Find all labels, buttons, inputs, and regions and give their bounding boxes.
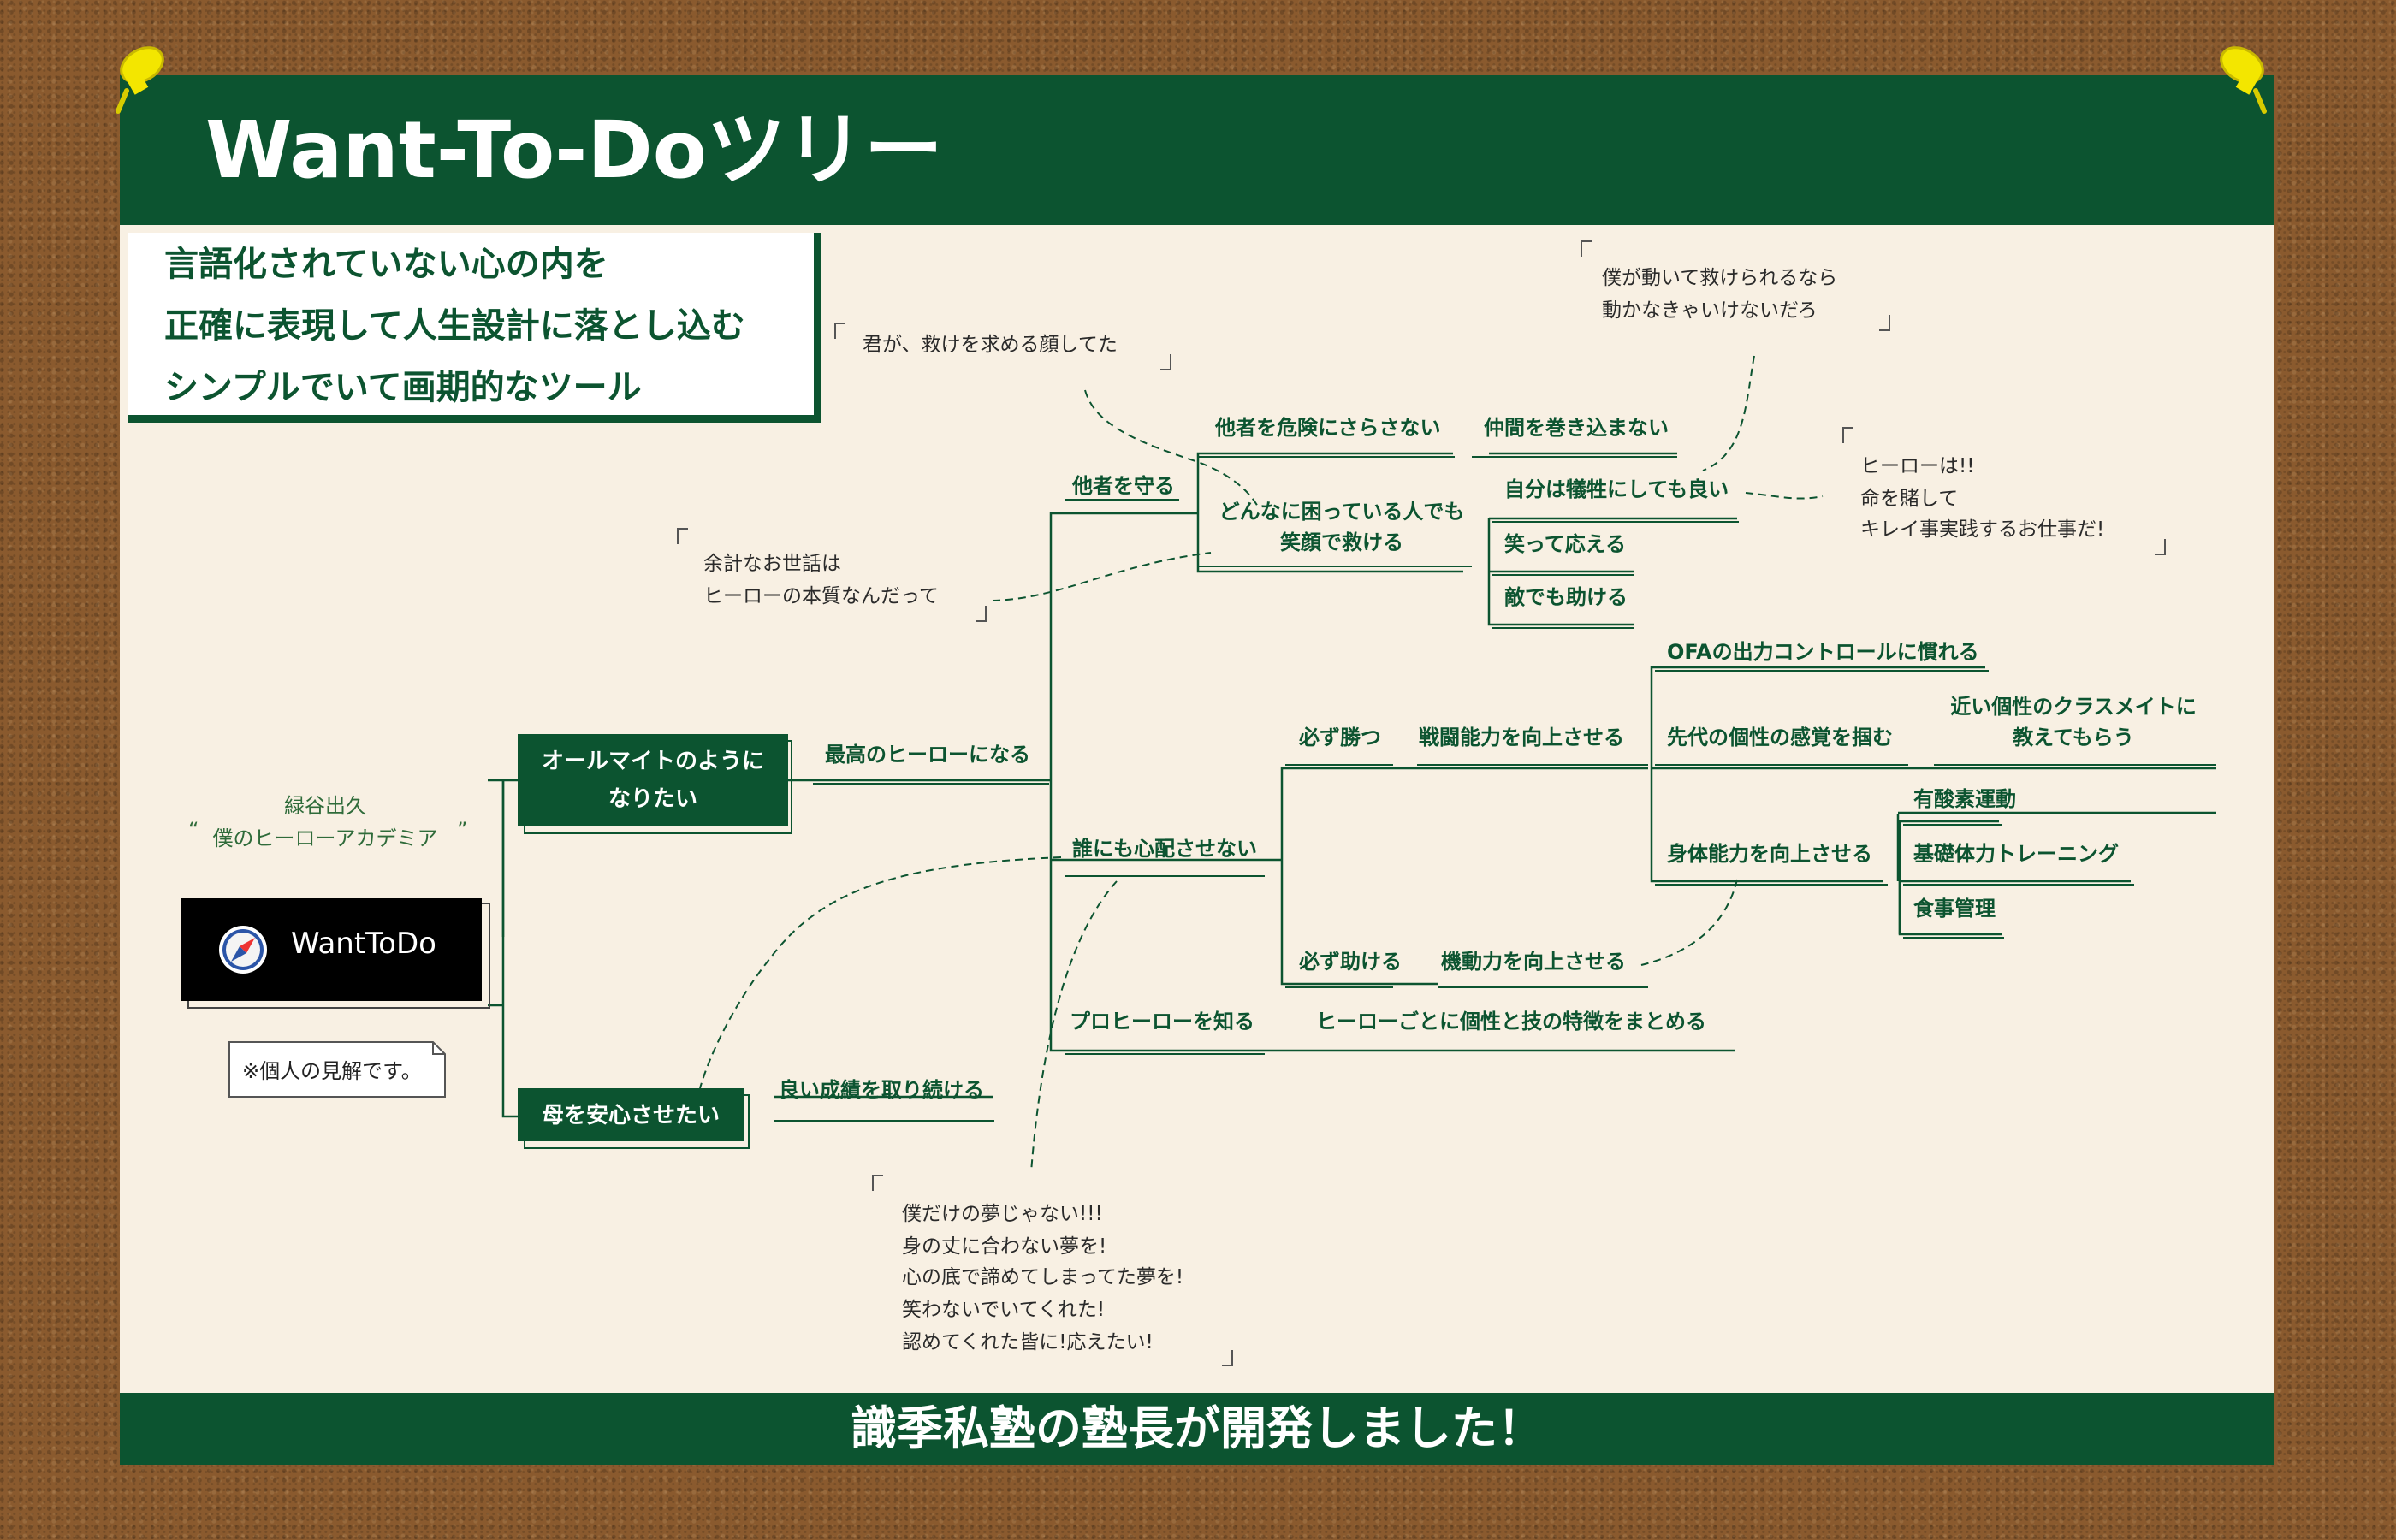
node-aerobic: 有酸素運動 — [1913, 787, 2016, 811]
quote-line: ヒーローは!! — [1860, 455, 1974, 477]
node-classmates: 教えてもらう — [2013, 726, 2134, 749]
quote-line: 動かなきゃいけないだろ — [1602, 299, 1818, 322]
quote-line: ヒーローの本質なんだって — [703, 585, 939, 607]
node-diet: 食事管理 — [1913, 897, 1996, 921]
credit-open-quote: “ — [188, 818, 199, 842]
quote-line: 余計なお世話は — [703, 553, 841, 575]
node-save-smile: どんなに困っている人でも — [1219, 500, 1465, 524]
node-protect: 他者を守る — [1071, 474, 1175, 498]
tagline-line-2: 正確に表現して人生設計に落とし込む — [164, 306, 745, 346]
quote-line: 笑わないでいてくれた! — [902, 1299, 1105, 1321]
node-pro-hero: プロヒーローを知る — [1070, 1010, 1254, 1034]
node-no-danger: 他者を危険にさらさない — [1214, 416, 1441, 440]
pushpin-icon — [116, 46, 164, 114]
node-must-help: 必ず助ける — [1299, 950, 1402, 974]
node-basic-training: 基礎体力トレーニング — [1913, 842, 2119, 866]
credit-name: 緑谷出久 — [284, 794, 366, 818]
footer-banner: 識季私塾の塾長が開発しました！ — [120, 1393, 2274, 1465]
quote-line: 心の底で諦めてしまってた夢を! — [902, 1266, 1183, 1288]
node-summarize: ヒーローごとに個性と技の特徴をまとめる — [1316, 1010, 1706, 1034]
node-help-enemy: 敵でも助ける — [1504, 585, 1628, 609]
credit-close-quote: ” — [457, 818, 467, 842]
quote-line: 僕が動いて救けられるなら — [1602, 267, 1837, 289]
compass-icon — [219, 926, 267, 974]
tagline-line-1: 言語化されていない心の内を — [164, 245, 608, 284]
node-best-hero: 最高のヒーローになる — [825, 743, 1030, 767]
node-predecessors: 先代の個性の感覚を掴む — [1667, 726, 1893, 749]
node-no-involve: 仲間を巻き込まない — [1484, 416, 1669, 440]
quote-line: 命を賭して — [1860, 488, 1958, 510]
node-no-worry: 誰にも心配させない — [1072, 837, 1257, 861]
quote-line: 認めてくれた皆に!応えたい! — [902, 1331, 1154, 1353]
tagline-box: 言語化されていない心の内を 正確に表現して人生設計に落とし込む シンプルでいて画… — [128, 233, 821, 423]
node-allmight: オールマイトのように — [542, 749, 764, 774]
pushpin-icon — [2220, 46, 2267, 114]
node-save-smile: 笑顔で救ける — [1280, 530, 1403, 554]
credit-title: 僕のヒーローアカデミア — [212, 826, 437, 850]
node-good-grades: 良い成績を取り続ける — [779, 1078, 984, 1102]
node-mother: 母を安心させたい — [542, 1103, 720, 1128]
node-combat: 戦闘能力を向上させる — [1419, 726, 1624, 749]
node-mobility: 機動力を向上させる — [1441, 950, 1626, 974]
node-classmates: 近い個性のクラスメイトに — [1950, 695, 2197, 719]
node-must-win: 必ず勝つ — [1299, 726, 1381, 749]
node-allmight: なりたい — [608, 786, 697, 812]
app-label: WantToDo — [291, 927, 436, 961]
quote-line: 身の丈に合わない夢を! — [902, 1235, 1106, 1258]
node-physical: 身体能力を向上させる — [1667, 842, 1872, 866]
node-smile-answer: 笑って応える — [1504, 532, 1626, 556]
quote-line: 君が、救けを求める顔してた — [863, 334, 1118, 356]
tagline-line-3: シンプルでいて画期的なツール — [164, 368, 642, 407]
page-title: Want-To-Doツリー — [205, 104, 943, 196]
board: Want-To-Doツリー 言語化されていない心の内を 正確に表現して人生設計に… — [120, 75, 2274, 1465]
header-bar: Want-To-Doツリー — [120, 75, 2274, 225]
disclaimer-note: ※個人の見解です。 — [242, 1059, 422, 1083]
quote-line: キレイ事実践するお仕事だ! — [1860, 518, 2104, 541]
node-sacrifice: 自分は犠牲にしても良い — [1504, 477, 1729, 501]
quote-line: 僕だけの夢じゃない!!! — [902, 1203, 1103, 1225]
node-ofa: OFAの出力コントロールに慣れる — [1667, 640, 1979, 664]
